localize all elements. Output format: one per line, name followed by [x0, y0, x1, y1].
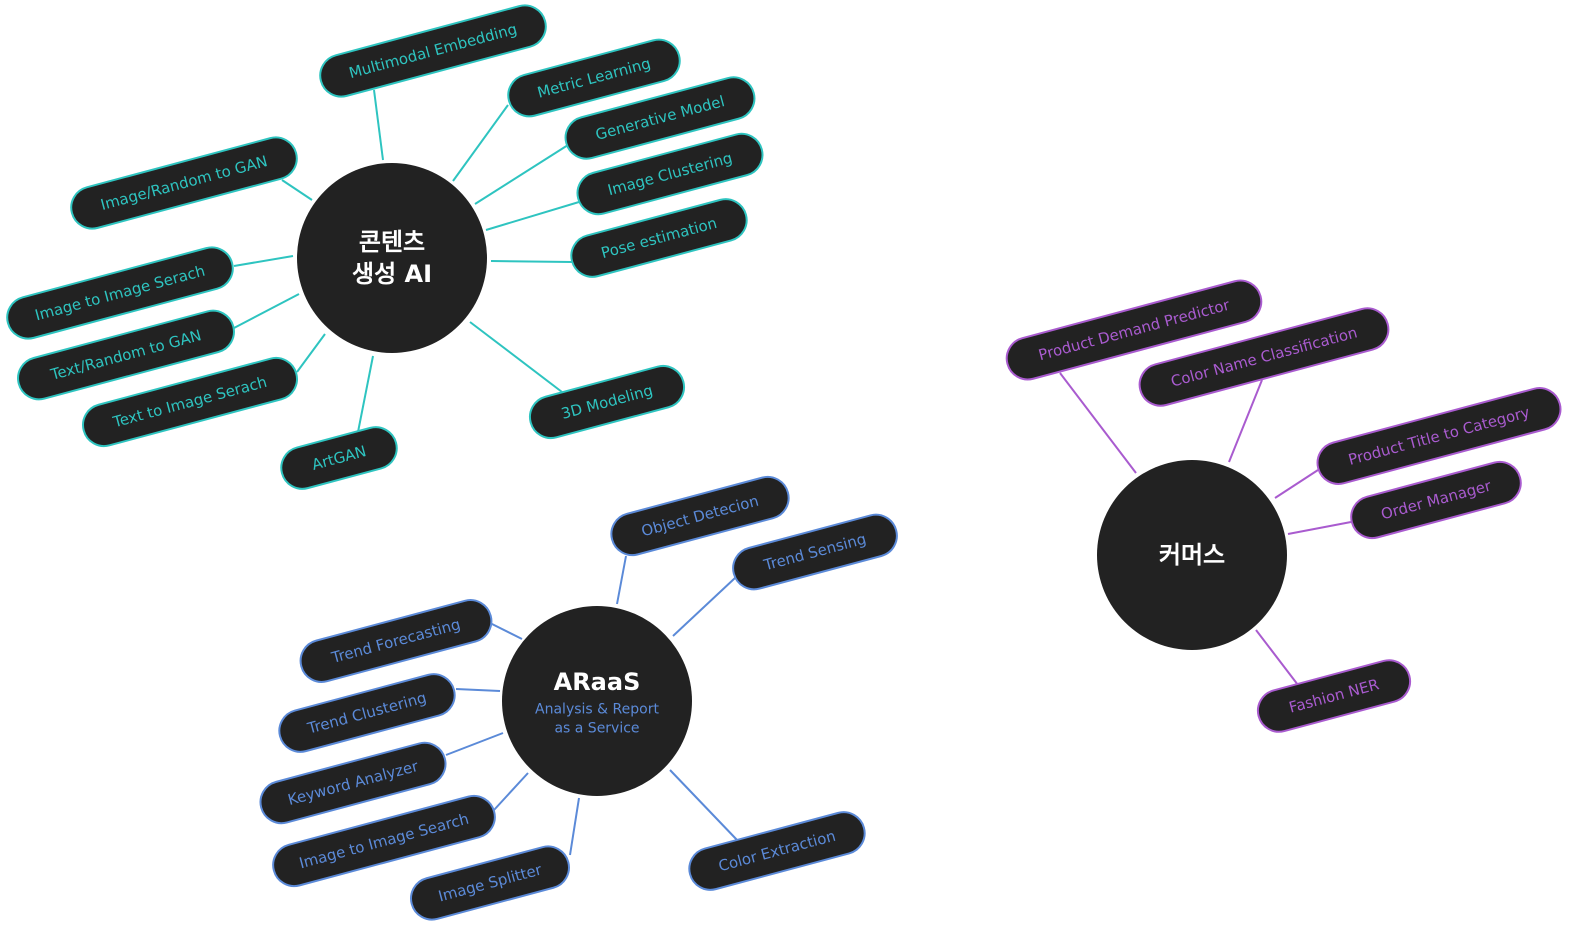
- topic-pill[interactable]: Image/Random to GAN: [67, 133, 302, 234]
- connector-line: [296, 333, 326, 373]
- pill-background: [688, 811, 866, 891]
- connector-line: [233, 255, 294, 267]
- pill-background: [528, 364, 686, 440]
- connector-line: [281, 179, 313, 201]
- pill-background: [1316, 387, 1562, 485]
- connector-line: [474, 144, 569, 205]
- connector-line: [455, 688, 501, 692]
- hub-node-commerce[interactable]: 커머스: [1097, 460, 1287, 650]
- links-commerce: [1059, 372, 1352, 686]
- hub-subtitle: as a Service: [554, 721, 639, 737]
- pill-background: [319, 4, 547, 98]
- pill-background: [1256, 659, 1412, 733]
- connector-line: [469, 321, 563, 393]
- connector-line: [1287, 521, 1352, 535]
- hub-title: 콘텐츠: [359, 228, 425, 256]
- hub-subtitle: Analysis & Report: [535, 702, 659, 718]
- pill-background: [272, 794, 496, 888]
- hub-title: 생성 AI: [352, 260, 432, 288]
- pill-background: [410, 845, 570, 921]
- pill-background: [564, 76, 756, 160]
- hub-title: ARaaS: [554, 668, 641, 696]
- connector-line: [373, 89, 384, 161]
- pill-background: [1138, 307, 1390, 407]
- connector-line: [485, 201, 580, 231]
- connector-line: [452, 104, 509, 182]
- pill-background: [1350, 460, 1522, 540]
- topic-pill[interactable]: Fashion NER: [1253, 656, 1415, 737]
- connector-line: [487, 621, 523, 640]
- topic-pill[interactable]: ArtGAN: [277, 422, 402, 493]
- pill-background: [576, 132, 764, 216]
- topic-pill[interactable]: 3D Modeling: [525, 361, 688, 442]
- pill-background: [299, 599, 493, 683]
- topic-pill[interactable]: Product Title to Category: [1313, 383, 1565, 488]
- hub-circle: [502, 606, 692, 796]
- topic-pill[interactable]: Color Extraction: [685, 807, 870, 894]
- hub-circle: [297, 163, 487, 353]
- links-araas: [445, 555, 739, 856]
- pill-background: [1005, 279, 1263, 381]
- pill-background: [570, 198, 748, 278]
- pill-background: [280, 426, 398, 490]
- pill-background: [732, 513, 898, 591]
- topic-pill[interactable]: Image Splitter: [406, 842, 573, 924]
- pill-background: [278, 673, 456, 753]
- pill-background: [17, 309, 235, 401]
- hub-circle: [1097, 460, 1287, 650]
- connector-line: [1274, 469, 1319, 499]
- connector-line: [1228, 379, 1263, 463]
- pill-background: [259, 741, 447, 825]
- connector-line: [445, 732, 504, 756]
- connector-line: [1255, 629, 1299, 686]
- connector-line: [357, 355, 374, 433]
- pill-background: [70, 136, 298, 230]
- connector-line: [490, 260, 573, 263]
- connector-line: [1059, 372, 1137, 474]
- pill-background: [507, 38, 681, 118]
- hub-node-araas[interactable]: ARaaS Analysis & Report as a Service: [502, 606, 692, 796]
- connector-line: [669, 769, 739, 842]
- connector-line: [616, 555, 627, 605]
- connector-line: [493, 772, 529, 811]
- connector-line: [672, 577, 736, 637]
- hub-title: 커머스: [1159, 541, 1225, 569]
- connector-line: [569, 797, 580, 856]
- pill-background: [610, 475, 790, 557]
- topic-pill[interactable]: Trend Forecasting: [296, 595, 496, 686]
- pill-background: [6, 246, 234, 340]
- links-content-ai: [233, 89, 580, 433]
- connector-line: [233, 293, 300, 329]
